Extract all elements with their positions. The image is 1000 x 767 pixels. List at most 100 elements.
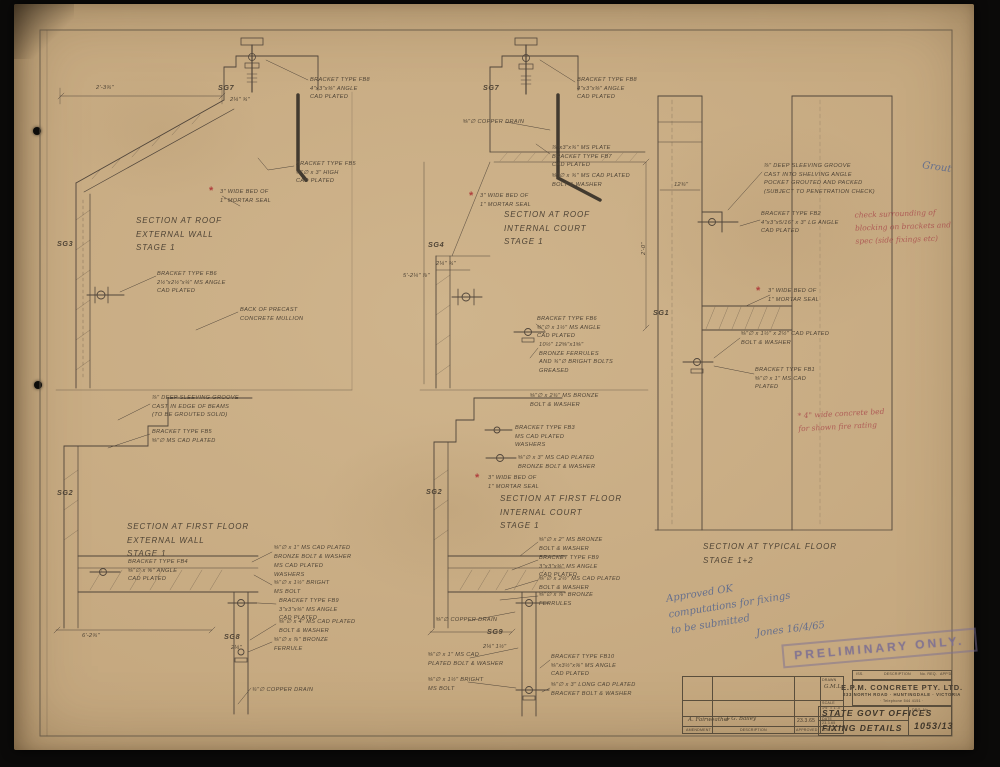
red-asterisk: * [469,190,474,202]
grid-line [682,726,844,727]
note-copper-drain-c: ⅝"∅ COPPER DRAIN [463,119,525,125]
note-sleeving-e: ⅞" DEEP SLEEVING GROOVE CAST INTO SHELVI… [764,163,875,195]
note-bracket-fb6-a: BRACKET TYPE FB6 2½"x2½"x¼" MS ANGLE CAD… [157,271,226,295]
issue-strip [852,670,952,680]
dim-label: 6'-2¾" [82,633,100,639]
note-bracket-fb6-c: BRACKET TYPE FB6 ⅝"∅ x 1½" MS ANGLE CAD … [537,316,601,340]
note-bolt-d5: ⅝"∅ x 1" MS CAD PLATED BOLT & WASHER [428,652,504,667]
strip-description: DESCRIPTION [884,672,911,676]
note-mortar-bed-a: 3" WIDE BED OF 1" MORTAR SEAL [220,189,272,204]
signature-checker: J. G. Bailey [726,716,757,722]
note-bracket-fb2-e: BRACKET TYPE FB2 4"x3"x5/16" x 3" LG ANG… [761,211,839,235]
project-title: STATE GOVT OFFICES [822,708,933,718]
note-bolt-b3: ⅝"∅ x 4" MS CAD PLATED BOLT & WASHER [279,619,356,634]
dim-label: 2¼" ¾" [436,261,456,267]
note-bolt-b2: ⅝"∅ x 1½" BRIGHT MS BOLT [274,580,330,595]
note-mortar-bed-e: 3" WIDE BED OF 1" MORTAR SEAL [768,288,820,303]
section-title-first-floor-internal: SECTION AT FIRST FLOOR INTERNAL COURT ST… [500,494,623,531]
red-asterisk: * [756,285,761,297]
footer-amendment: AMENDMENT [686,728,711,732]
note-ferrule-b: ⅝"∅ x ⅞" BRONZE FERRULE [274,637,329,652]
grid-line [682,716,844,717]
note-bolt-d6: ⅝"∅ x 1½" BRIGHT MS BOLT [428,677,484,692]
note-washers-b: MS CAD PLATED WASHERS [274,563,324,578]
field-drawn-label: DRAWN [822,678,837,682]
company-box [852,680,952,706]
grid-line [908,706,909,736]
note-bolt-e1: ⅝"∅ x 1½" x 2½" CAD PLATED BOLT & WASHER [741,331,830,346]
note-precast-mullion: BACK OF PRECAST CONCRETE MULLION [240,307,304,322]
grid-line [712,676,713,734]
field-date-value: 23.3.65 [822,721,836,725]
footer-description: DESCRIPTION [740,728,767,732]
title-block-grid [682,676,844,734]
note-bracket-fb9-b: BRACKET TYPE FB9 3"x3"x⅜" MS ANGLE CAD P… [279,598,339,622]
tag-sg7-a: SG7 [218,83,235,92]
handwritten-red-note-brackets: check surrounding of blocking on bracket… [854,207,952,246]
dim-label: 2¼" [231,645,242,651]
note-ferrules-d: ⅝"∅ x ⅞" BRONZE FERRULES [539,592,594,607]
note-mortar-bed-c: 3" WIDE BED OF 1" MORTAR SEAL [480,193,532,208]
sheet-title: FIXING DETAILS [822,723,903,733]
strip-appd: APP'D. [940,672,953,676]
tag-sg4: SG4 [428,240,445,249]
red-asterisk: * [475,472,480,484]
note-bolt-d3: ⅝"∅ x 2" MS BRONZE BOLT & WASHER [539,537,603,552]
dim-label: 2'-3¾" [96,85,114,91]
section-title-roof-internal: SECTION AT ROOF INTERNAL COURT STAGE 1 [504,210,590,247]
grid-line [682,700,844,701]
footer-approved: APPROVED [796,728,818,732]
signature-left: A. Fairweather [688,717,730,723]
note-bolt-d4: ⅝"∅ x 2½" MS CAD PLATED BOLT & WASHER [539,576,621,591]
note-bracket-fb9-d: BRACKET TYPE FB9 3"x3"x⅜" MS ANGLE CAD P… [539,555,599,579]
company-name: E.P.M. CONCRETE PTY. LTD. [841,683,963,692]
note-bolt-c1: ⅝"∅ x ¾" MS CAD PLATED BOLT & WASHER [552,173,630,188]
note-bracket-fb1-e: BRACKET TYPE FB1 ⅝"∅ x 1" MS CAD PLATED [755,367,815,391]
section-title-typical-floor: SECTION AT TYPICAL FLOOR STAGE 1+2 [703,542,837,565]
tag-sg1: SG1 [653,308,670,317]
tag-sg9: SG9 [487,627,504,636]
drg-no-value: 1053/13 [914,721,954,731]
company-phone: · Telephone 544 4151 · [880,699,924,703]
drg-no-label: DRG. No. [912,708,930,712]
tag-sg2-b: SG2 [57,488,74,497]
company-address: 233 NORTH ROAD · HUNTINGDALE · VICTORIA [843,692,961,697]
field-scale-label: SCALE [822,701,835,705]
field-job-label: JOB No. [822,728,837,732]
title-box [818,706,952,736]
note-mortar-bed-d: 3" WIDE BED OF 1" MORTAR SEAL [488,475,540,490]
field-drawn-value: G.M.L. [824,684,843,690]
dim-label: 2¼" ¾" [230,97,250,103]
note-bracket-fb8-c: BRACKET TYPE FB8 4"x3"x⅜" ANGLE CAD PLAT… [577,77,637,101]
grid-line [820,676,821,734]
dim-label: 12¾" [674,182,689,188]
tag-sg3: SG3 [57,239,74,248]
punch-hole [33,127,41,135]
tag-sg7-c: SG7 [483,83,500,92]
note-bolt-b1: ⅝"∅ x 1" MS CAD PLATED BRONZE BOLT & WAS… [274,545,352,560]
signature-check-date: 23.3.65 [797,718,816,724]
dim-label-vertical: 2'-0" [641,242,647,255]
tag-sg2-d: SG2 [426,487,443,496]
section-title-first-floor-external: SECTION AT FIRST FLOOR EXTERNAL WALL STA… [127,522,250,559]
note-bracket-fb8-a: BRACKET TYPE FB8 4"x3"x⅜" ANGLE CAD PLAT… [310,77,370,101]
note-bracket-fb10-d: BRACKET TYPE FB10 ⅝"x3½"x⅜" MS ANGLE CAD… [551,654,617,678]
section-title-roof-external: SECTION AT ROOF EXTERNAL WALL STAGE 1 [136,216,222,253]
tag-sg8: SG8 [224,632,241,641]
handwritten-red-note-concrete-bed: * 4" wide concrete bed for shown fire ra… [797,406,885,434]
grid-line [818,720,908,721]
note-sleeving-b: ⅞" DEEP SLEEVING GROOVE CAST IN EDGE OF … [152,395,239,419]
note-bracket-fb5-b: BRACKET TYPE FB5 ⅝"∅ MS CAD PLATED [152,429,216,444]
field-date-label: DATE [822,717,833,721]
dim-label: 5'-2¼" ⅞" [403,273,430,279]
field-scale-value: 1½" = 1'-0" [822,706,842,710]
grid-line [794,676,795,734]
punch-hole [34,381,42,389]
dim-label: 2¼" 1½" [483,644,507,650]
note-copper-drain-d: ⅝"∅ COPPER DRAIN [436,617,498,623]
note-bracket-fb4-b: BRACKET TYPE FB4 ⅝"∅ x ⅝" ANGLE CAD PLAT… [128,559,188,583]
note-bracket-fb3-d: BRACKET TYPE FB3 MS CAD PLATED WASHERS [515,425,575,449]
red-asterisk: * [209,185,214,197]
note-bolt-d2: ⅝"∅ x 3" MS CAD PLATED BRONZE BOLT & WAS… [518,455,596,470]
note-bolt-d1: ⅝"∅ x 2¾" MS BRONZE BOLT & WASHER [530,393,599,408]
